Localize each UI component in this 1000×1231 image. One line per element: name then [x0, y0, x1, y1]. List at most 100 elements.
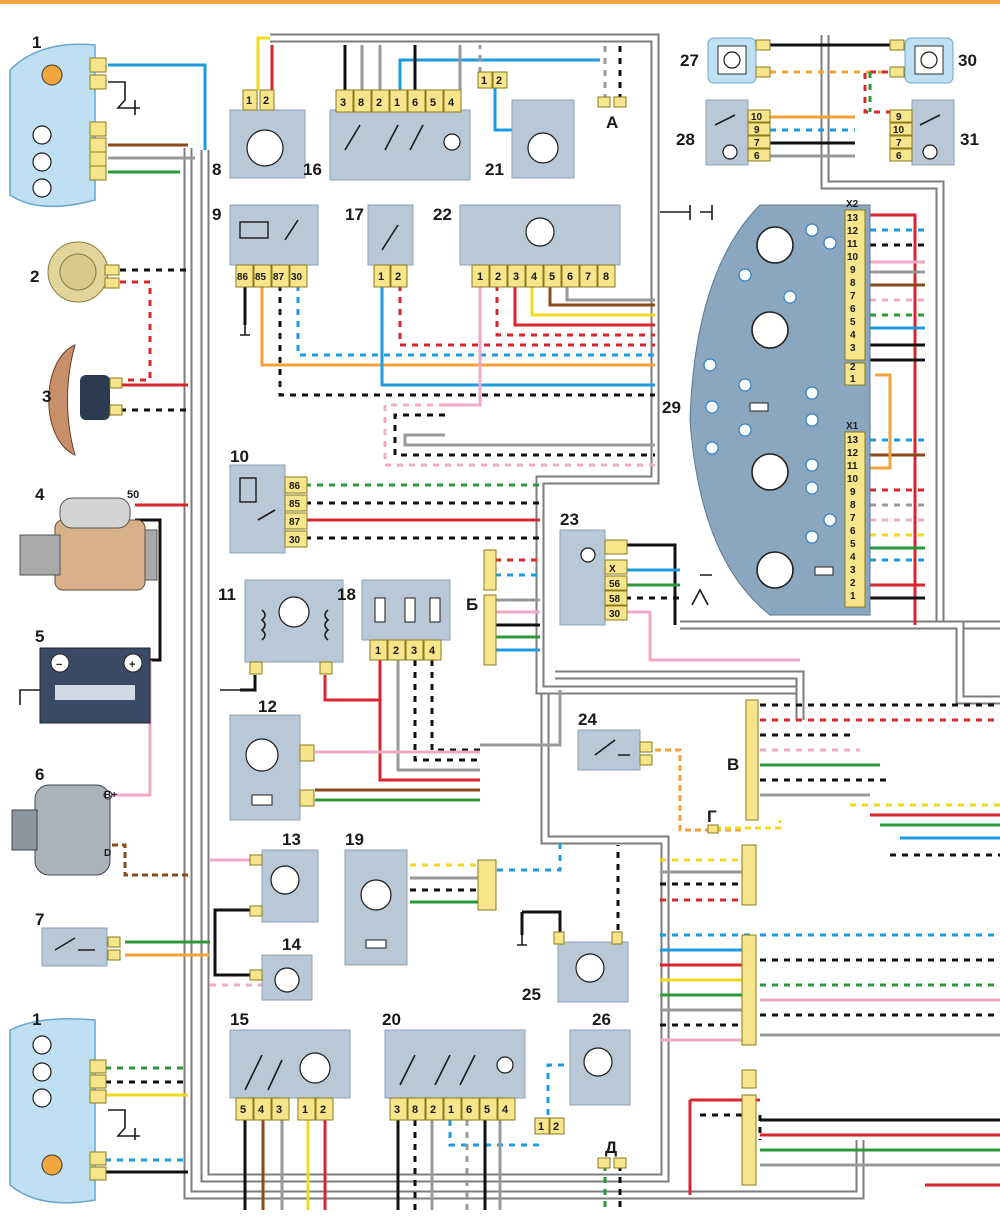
label-5: 5: [35, 627, 44, 646]
c23-pin-x: X: [609, 564, 616, 575]
label-10: 10: [230, 447, 249, 466]
c23-pin-30: 30: [609, 609, 621, 620]
c29x2-pin-7: 7: [850, 291, 856, 302]
c29x2-pin-3: 3: [850, 343, 856, 354]
c18-pin-2: 2: [393, 645, 399, 657]
c22-pin-8: 8: [603, 271, 609, 283]
component-27-lamp: 27: [680, 37, 771, 84]
c15-pin-5: 5: [240, 1104, 246, 1116]
c29x2-pin-12: 12: [847, 226, 859, 237]
c23-pin-58: 58: [609, 594, 621, 605]
label-28: 28: [676, 130, 695, 149]
label-22: 22: [433, 205, 452, 224]
c31-pin-7: 7: [896, 138, 902, 149]
c20-pin-1: 8: [412, 1104, 418, 1116]
connector-b: Б: [466, 549, 497, 666]
label-20: 20: [382, 1010, 401, 1029]
c8-pin-1: 1: [246, 95, 252, 107]
label-9: 9: [212, 205, 221, 224]
label-4: 4: [35, 485, 45, 504]
c15-pin-2: 2: [320, 1104, 326, 1116]
c29x1-pin-10: 10: [847, 474, 859, 485]
c22-pin-3: 3: [513, 271, 519, 283]
c20-pin-3: 1: [448, 1104, 454, 1116]
label-21: 21: [485, 160, 504, 179]
connector-stacks-lower: [741, 844, 757, 1186]
alternator-d: D: [104, 848, 111, 859]
c18-pin-3: 3: [411, 645, 417, 657]
c10-pin-30: 30: [289, 535, 301, 546]
label-23: 23: [560, 510, 579, 529]
c22-pin-4: 4: [531, 271, 538, 283]
connector-g-label: Г: [707, 807, 717, 826]
c29-x1-label: X1: [846, 421, 859, 432]
label-11: 11: [218, 585, 236, 604]
label-14: 14: [282, 935, 301, 954]
label-26: 26: [592, 1010, 611, 1029]
component-2-horn: 2: [30, 241, 120, 303]
component-9-relay: 86 85 87 30 9: [212, 204, 319, 288]
c16-pin-1: 8: [358, 97, 364, 109]
connector-v-label: В: [727, 755, 739, 774]
c18-pin-4: 4: [429, 645, 436, 657]
c20-pin-2: 2: [430, 1104, 436, 1116]
c15-pin-1: 1: [302, 1104, 308, 1116]
c21-pin-1: 1: [481, 75, 487, 87]
component-24-switch: 24: [577, 710, 653, 771]
component-29-instrument-cluster: X2 X1 13 12 11 10 9 8 7 6 5 4 3 2 1 13 1…: [662, 199, 871, 616]
component-10-relay: 86 85 87 30 10: [229, 447, 308, 554]
label-12: 12: [258, 697, 277, 716]
label-3: 3: [42, 387, 51, 406]
c8-pin-2: 2: [263, 95, 269, 107]
label-16: 16: [303, 160, 322, 179]
c16-pin-2: 2: [376, 97, 382, 109]
connector-b-label: Б: [466, 595, 478, 614]
c29x1-pin-9: 9: [850, 487, 856, 498]
c16-terminals: [335, 89, 462, 113]
c29x1-pin-7: 7: [850, 513, 856, 524]
label-29: 29: [662, 398, 681, 417]
component-19-motor: 19: [344, 830, 497, 966]
connector-a: А: [597, 96, 627, 132]
ground-symbols: [220, 205, 713, 946]
c31-pin-9: 9: [896, 112, 902, 123]
c15-pin-3: 3: [276, 1104, 282, 1116]
c29x1-pin-4: 4: [850, 552, 856, 563]
label-8: 8: [212, 160, 221, 179]
c29x2-pin-8: 8: [850, 278, 856, 289]
c10-pin-85: 85: [289, 499, 301, 510]
c29x1-pin-3: 3: [850, 565, 856, 576]
component-20-switch: 3 8 2 1 6 5 4 1 2 20: [382, 1010, 565, 1135]
component-21-motor: 1 2 21: [477, 71, 575, 179]
c29x2-pin-2: 2: [850, 362, 856, 373]
label-2: 2: [30, 267, 39, 286]
c16-pin-5: 5: [430, 97, 436, 109]
component-31-switch: 9 10 7 6 31: [889, 99, 979, 166]
c17-pin-2: 2: [395, 271, 401, 283]
alternator-b-plus: B+: [104, 790, 117, 801]
label-31: 31: [960, 130, 979, 149]
starter-terminal-50: 50: [127, 489, 139, 501]
component-16-switch: 3 8 2 1 6 5 4 16: [303, 89, 471, 181]
c23-pin-56: 56: [609, 579, 621, 590]
c29-x2-label: X2: [846, 199, 859, 210]
c29x2-pin-4: 4: [850, 330, 856, 341]
connector-a-label: А: [606, 113, 618, 132]
component-15-switch-motor: 5 4 3 1 2 15: [229, 1010, 351, 1121]
header-rule: [0, 0, 1000, 4]
label-27: 27: [680, 51, 699, 70]
c9-pin-85: 85: [255, 272, 267, 283]
label-6: 6: [35, 765, 44, 784]
component-28-switch: 10 9 7 6 28: [676, 99, 771, 166]
c28-pin-6: 6: [754, 151, 760, 162]
component-12-motor: 12: [229, 697, 315, 821]
component-23-switch: X 56 58 30 23: [559, 510, 628, 626]
c29x1-pin-8: 8: [850, 500, 856, 511]
c29x1-pin-2: 2: [850, 578, 856, 589]
component-1-bottom: 1: [9, 1010, 140, 1204]
c29x2-pin-6: 6: [850, 304, 856, 315]
connector-d-label: Д: [605, 1138, 617, 1157]
c9-pin-30: 30: [291, 272, 303, 283]
battery-minus: −: [56, 659, 62, 671]
